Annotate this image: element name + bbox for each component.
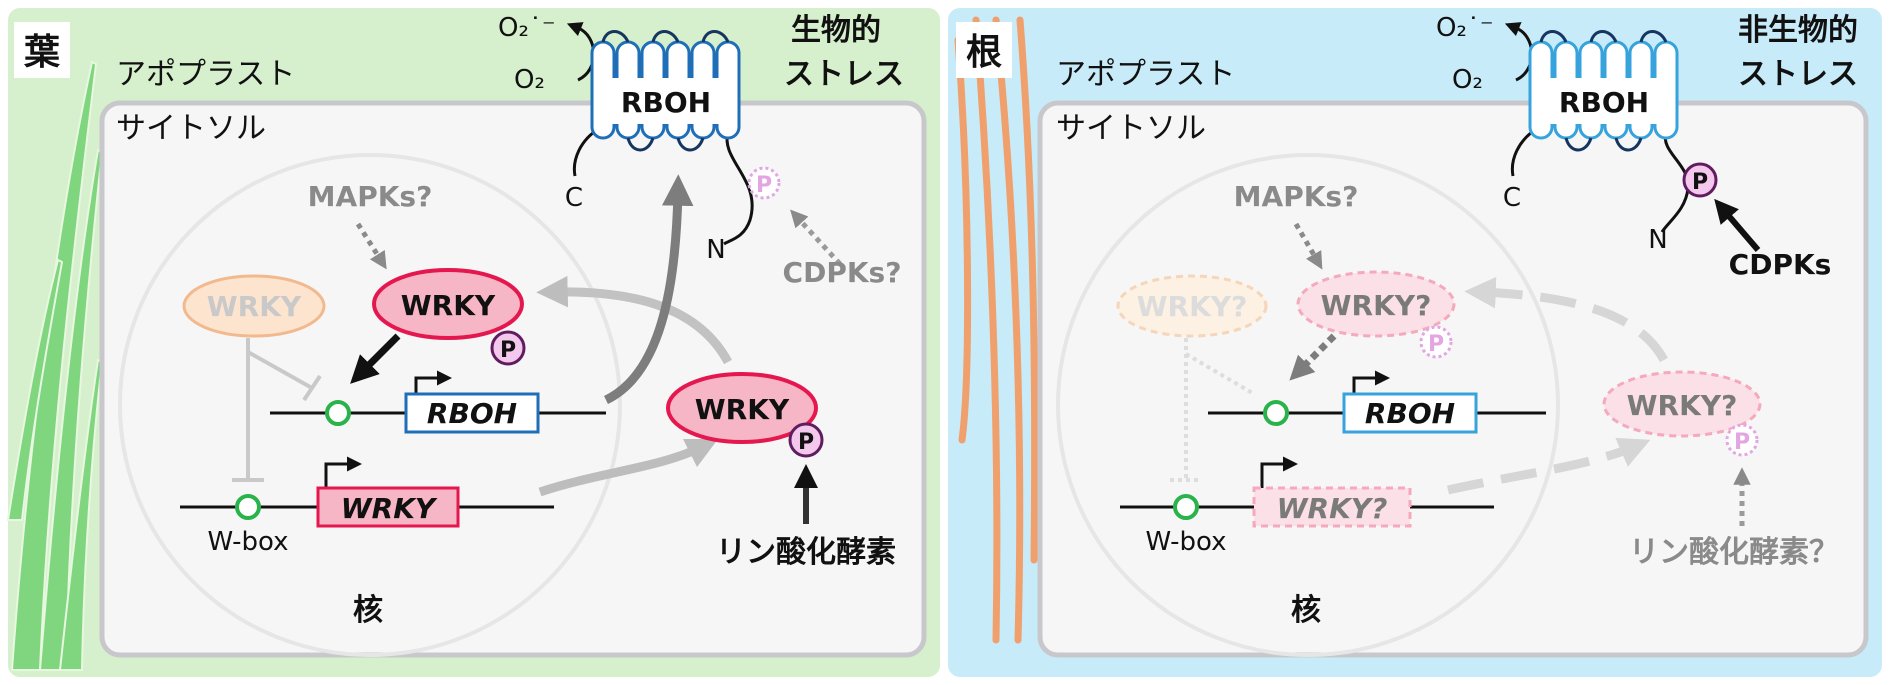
leaf-kinase-label: リン酸化酵素 bbox=[716, 535, 896, 570]
root-nuclear-import-arrow bbox=[1464, 276, 1668, 363]
leaf-panel: 葉 アポプラスト サイトソル 核 生物的 ストレス O₂˙⁻ O₂ bbox=[6, 8, 940, 677]
leaf-oxygen-label: O₂ bbox=[514, 65, 545, 95]
root-translation-arrow bbox=[1447, 437, 1651, 495]
root-cell bbox=[1037, 100, 1869, 658]
leaf-rboh-wbox bbox=[325, 400, 351, 426]
leaf-nucleus-label: 核 bbox=[353, 593, 383, 628]
leaf-mapks-arrow bbox=[355, 222, 387, 270]
root-wrky-cyto-label: WRKY? bbox=[1627, 389, 1738, 422]
leaf-wrky-inactive-repression-1-bar bbox=[302, 374, 322, 402]
root-wrky-cyto-phospho bbox=[1725, 423, 1759, 457]
leaf-wrky-inactive bbox=[182, 274, 326, 338]
leaf-wbox-label: W-box bbox=[207, 527, 288, 557]
leaf-translation-arrow bbox=[538, 438, 719, 497]
root-nucleus bbox=[1056, 153, 1560, 657]
leaf-wrky-tss-arrow bbox=[324, 456, 362, 488]
leaf-rboh-phospho-circle bbox=[747, 166, 781, 200]
leaf-n-terminus-label: N bbox=[706, 235, 725, 265]
leaf-mapks-label: MAPKs? bbox=[308, 180, 433, 213]
leaf-nucleus bbox=[118, 153, 622, 657]
root-mapks-label: MAPKs? bbox=[1234, 180, 1359, 213]
root-stress-label-line1: 非生物的 bbox=[1738, 13, 1858, 48]
leaf-rboh-expression-arrow bbox=[603, 174, 694, 405]
leaf-rboh-phospho-label: P bbox=[756, 173, 772, 198]
root-tissue-label: 根 bbox=[966, 32, 1002, 73]
leaf-superoxide-label: O₂˙⁻ bbox=[498, 13, 556, 43]
leaf-wrky-wbox bbox=[235, 494, 261, 520]
root-wrky-active-phospho bbox=[1419, 325, 1453, 359]
leaf-stress-label-line2: ストレス bbox=[784, 57, 904, 92]
leaf-stress-label-line1: 生物的 bbox=[791, 13, 881, 48]
root-oxygen-label: O₂ bbox=[1452, 65, 1483, 95]
root-apoplast-label: アポプラスト bbox=[1056, 57, 1235, 92]
leaf-wrky-active-label: WRKY bbox=[401, 289, 496, 322]
root-illustration bbox=[954, 16, 1039, 644]
leaf-rboh-n-tail bbox=[723, 131, 754, 246]
root-wrky-wbox bbox=[1173, 494, 1199, 520]
leaf-wrky-gene-box bbox=[316, 486, 460, 528]
leaf-rboh-gene-box bbox=[404, 392, 540, 434]
leaf-cdpks-arrow bbox=[790, 209, 842, 266]
root-cytosol-label: サイトソル bbox=[1056, 111, 1206, 146]
leaf-cdpks-label: CDPKs? bbox=[783, 256, 902, 289]
root-wbox-label: W-box bbox=[1145, 527, 1226, 557]
root-rboh-wbox bbox=[1263, 400, 1289, 426]
root-rboh-gene-label: RBOH bbox=[1365, 397, 1455, 430]
root-cdpks-label: CDPKs bbox=[1729, 248, 1832, 281]
root-wrky-gene-label: WRKY? bbox=[1277, 492, 1388, 525]
root-kinase-label: リン酸化酵素？ bbox=[1629, 535, 1839, 570]
root-stress-label-line2: ストレス bbox=[1738, 57, 1858, 92]
leaf-wrky-cyto bbox=[666, 372, 818, 444]
leaf-tissue-label-box bbox=[14, 22, 70, 78]
root-superoxide-label: O₂˙⁻ bbox=[1436, 13, 1494, 43]
leaf-wrky-active bbox=[372, 268, 524, 340]
root-rboh-protein: RBOH bbox=[1510, 30, 1690, 233]
root-c-terminus-label: C bbox=[1503, 183, 1521, 213]
leaf-wrky-binding-arrow bbox=[350, 333, 401, 384]
leaf-rboh-tss-arrow bbox=[414, 370, 452, 398]
leaf-rboh-protein-label: RBOH bbox=[621, 86, 711, 119]
leaf-wrky-cyto-phospho bbox=[788, 422, 824, 458]
root-wrky-active bbox=[1296, 270, 1456, 338]
leaf-apoplast-label: アポプラスト bbox=[116, 57, 295, 92]
root-nucleus-label: 核 bbox=[1291, 593, 1321, 628]
root-rboh-protein-label: RBOH bbox=[1559, 86, 1649, 119]
leaf-rboh-gene-label: RBOH bbox=[427, 397, 517, 430]
root-wrky-active-phospho-label: P bbox=[1428, 332, 1444, 357]
root-wrky-inactive bbox=[1116, 274, 1268, 338]
root-panel: 根 アポプラスト サイトソル 核 非生物的 ストレス O₂˙⁻ O₂ bbox=[948, 8, 1882, 677]
leaf-c-terminus-label: C bbox=[565, 183, 583, 213]
root-rboh-tss-arrow bbox=[1352, 370, 1390, 398]
root-wrky-tss-arrow bbox=[1260, 456, 1298, 488]
root-wrky-active-label: WRKY? bbox=[1321, 289, 1432, 322]
root-wrky-binding-arrow bbox=[1289, 333, 1337, 381]
leaf-wrky-cyto-label: WRKY bbox=[695, 393, 790, 426]
root-rboh-phospho-label: P bbox=[1692, 170, 1708, 195]
leaf-wrky-active-phospho bbox=[490, 330, 526, 366]
root-wrky-gene-box bbox=[1252, 486, 1412, 528]
leaf-wrky-inactive-label: WRKY bbox=[207, 290, 302, 323]
root-wrky-cyto bbox=[1602, 370, 1762, 438]
root-wrky-inactive-label: WRKY? bbox=[1137, 290, 1248, 323]
root-rboh-phospho-circle bbox=[1682, 162, 1718, 198]
root-n-terminus-label: N bbox=[1648, 225, 1667, 255]
leaf-rboh-protein: RBOH bbox=[572, 30, 754, 246]
leaf-wrky-gene-label: WRKY bbox=[341, 492, 438, 525]
leaf-cell bbox=[99, 100, 927, 658]
leaf-cytosol-label: サイトソル bbox=[116, 111, 266, 146]
leaf-tissue-label: 葉 bbox=[23, 32, 61, 73]
root-mapks-arrow bbox=[1293, 222, 1323, 270]
root-rboh-gene-box bbox=[1342, 392, 1478, 434]
root-wrky-cyto-phospho-label: P bbox=[1734, 430, 1750, 455]
root-cdpks-arrow bbox=[1714, 198, 1761, 252]
leaf-wrky-active-phospho-label: P bbox=[500, 338, 516, 363]
leaf-wrky-cyto-phospho-label: P bbox=[798, 430, 814, 455]
root-tissue-label-box bbox=[956, 22, 1012, 78]
